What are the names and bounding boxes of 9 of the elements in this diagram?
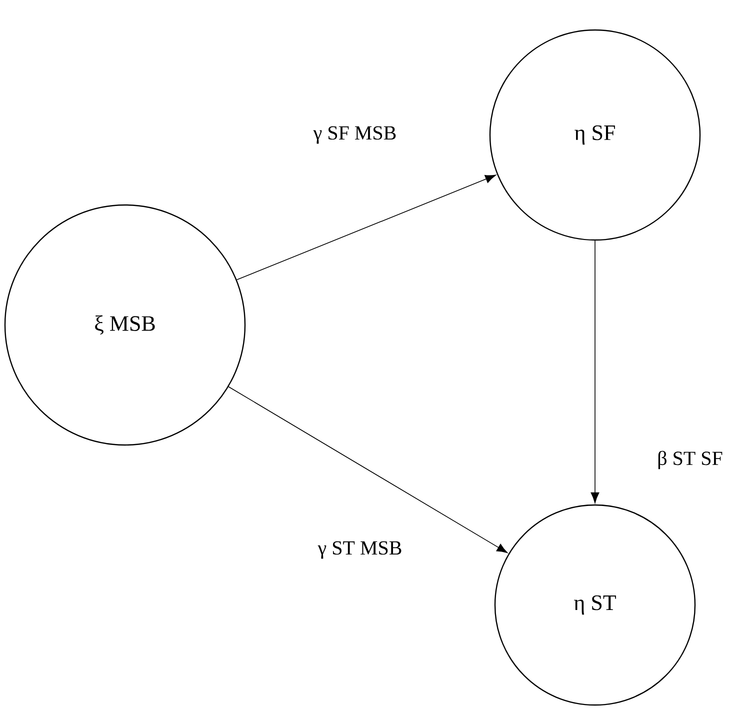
circle-node: ξ MSB xyxy=(4,204,246,446)
edge-label: β ST SF xyxy=(658,450,722,470)
edge-label: γ ST MSB xyxy=(318,541,402,559)
arrow xyxy=(228,386,508,554)
circle-node: η SF xyxy=(489,29,701,241)
circle-node: η ST xyxy=(494,504,696,706)
arrow xyxy=(236,174,496,280)
arrow xyxy=(590,240,600,504)
edge-label: γ SF MSB xyxy=(313,126,396,144)
